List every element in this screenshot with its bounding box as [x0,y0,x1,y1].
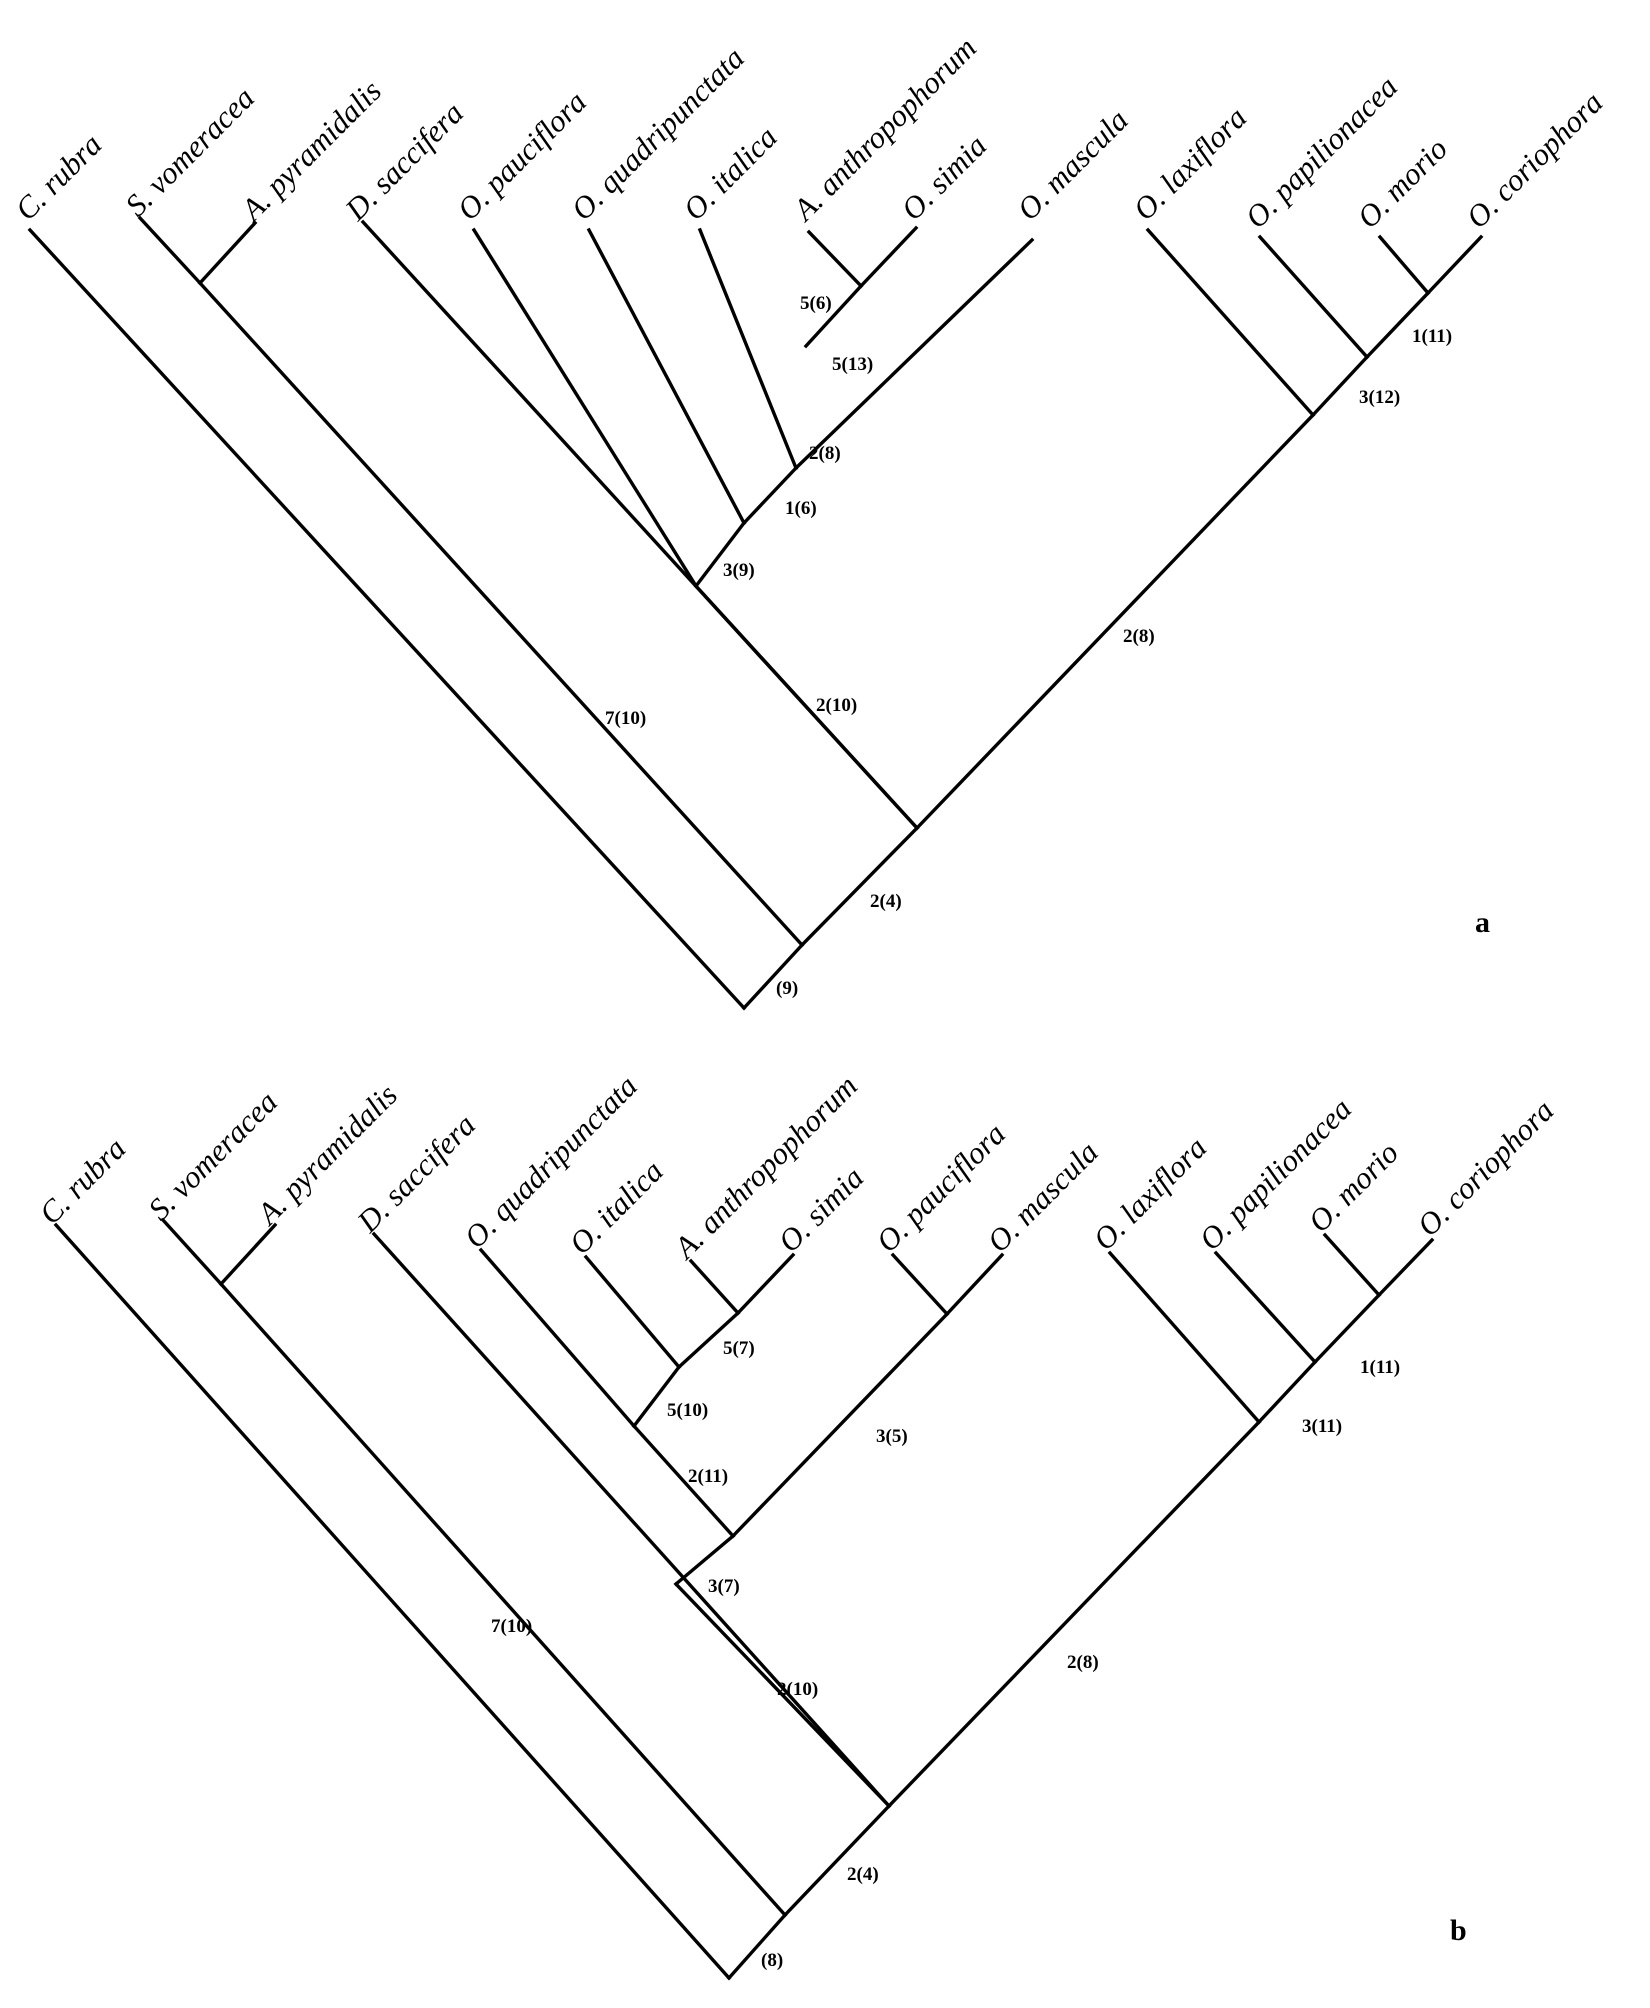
branch [471,227,699,589]
taxon-label: O. italica [562,1153,670,1261]
branch [218,1281,788,1918]
taxon-label: O. coriophora [1459,85,1609,235]
branch [741,465,799,526]
branch [197,220,258,286]
branch [1377,234,1431,296]
taxon-label: O. mascula [1010,102,1135,227]
taxon-label: A. anthropophorum [785,30,983,228]
branch [1145,227,1316,418]
taxon-label: O. laxiflora [1086,1130,1213,1257]
panel-b-branches [53,1217,1435,1981]
support-value: 5(7) [723,1338,755,1359]
branch [1425,234,1484,296]
support-value: 2(4) [870,891,902,912]
branch [673,1533,736,1587]
branch [673,1581,892,1809]
branch [688,1258,741,1316]
panel-b: C. rubra S. vomeracea A. pyramidalis D. … [32,1068,1560,1981]
support-value: 1(6) [785,498,817,519]
support-value: (9) [776,978,798,999]
branch [1376,1237,1435,1298]
branch [53,1222,732,1981]
branch [793,237,1035,471]
branch [726,1912,788,1981]
support-value: 2(8) [1067,1652,1099,1673]
support-value: 3(9) [723,560,755,581]
branch [583,1254,682,1370]
taxon-label: O. simia [771,1160,870,1259]
branch [914,412,1316,831]
support-value: 2(11) [688,1466,728,1487]
taxon-label: O. laxiflora [1126,100,1253,227]
branch [886,1419,1262,1809]
panel-a-taxa: C. rubra S. vomeracea A. pyramidalis D. … [8,30,1609,235]
taxon-label: O. italica [676,119,784,227]
branch [890,1252,950,1317]
support-value: (8) [761,1950,783,1971]
branch [730,1311,950,1539]
panel-a-support-values: 5(6) 5(13) 2(8) 1(6) 3(9) 2(10) 1(11) 3(… [605,293,1452,999]
branch [478,1247,637,1429]
branch [741,942,805,1011]
taxon-label: O. papilionacea [1192,1091,1358,1257]
support-value: 2(8) [1123,626,1155,647]
branch [218,1222,278,1287]
branch [27,227,747,1011]
taxon-label: C. rubra [32,1131,132,1231]
support-value: 2(8) [809,443,841,464]
support-value: 1(11) [1360,1357,1400,1378]
panel-b-support-values: 5(7) 5(10) 2(11) 3(5) 3(7) 1(11) 3(11) 2… [491,1338,1400,1971]
branch [137,215,203,286]
support-value: 5(10) [667,1400,708,1421]
branch [160,1217,224,1287]
branch [735,1252,796,1316]
branch [697,227,799,471]
branch [631,1364,682,1429]
branch [676,1310,741,1370]
support-value: 5(13) [832,354,873,375]
branch [806,229,864,289]
panel-a-branches [27,215,1484,1011]
support-value: 2(4) [847,1864,879,1885]
support-value: 3(11) [1302,1416,1342,1437]
support-value: 7(10) [605,708,646,729]
branch [1364,290,1431,360]
taxon-label: C. rubra [8,127,108,227]
branch [1256,1359,1318,1425]
panel-label: b [1450,1914,1467,1947]
support-value: 3(12) [1359,387,1400,408]
branch [1310,354,1370,418]
support-value: 3(5) [876,1426,908,1447]
panel-label: a [1475,906,1490,939]
branch [371,1231,892,1809]
support-value: 5(6) [800,293,832,314]
branch [1257,234,1370,360]
branch [803,283,864,349]
branch [799,825,920,948]
branch [586,227,747,526]
support-value: 3(7) [708,1576,740,1597]
panel-a: C. rubra S. vomeracea A. pyramidalis D. … [8,30,1609,1011]
support-value: 2(10) [777,1679,818,1700]
branch [1322,1232,1382,1298]
support-value: 1(11) [1412,326,1452,347]
branch [1213,1250,1318,1365]
support-value: 2(10) [816,695,857,716]
branch [631,1423,736,1539]
taxon-label: O. coriophora [1410,1093,1560,1243]
branch [944,1252,1005,1317]
taxon-label: O. morio [1350,131,1454,235]
taxon-label: O. simia [894,128,993,227]
branch [693,520,747,589]
branch [197,280,805,948]
taxon-label: A. anthropophorum [666,1068,864,1266]
branch [858,225,919,289]
branch [1312,1292,1382,1365]
branch [782,1803,892,1918]
support-value: 7(10) [491,1616,532,1637]
branch [693,583,920,831]
branch [1107,1250,1262,1425]
panel-b-taxa: C. rubra S. vomeracea A. pyramidalis D. … [32,1068,1560,1266]
